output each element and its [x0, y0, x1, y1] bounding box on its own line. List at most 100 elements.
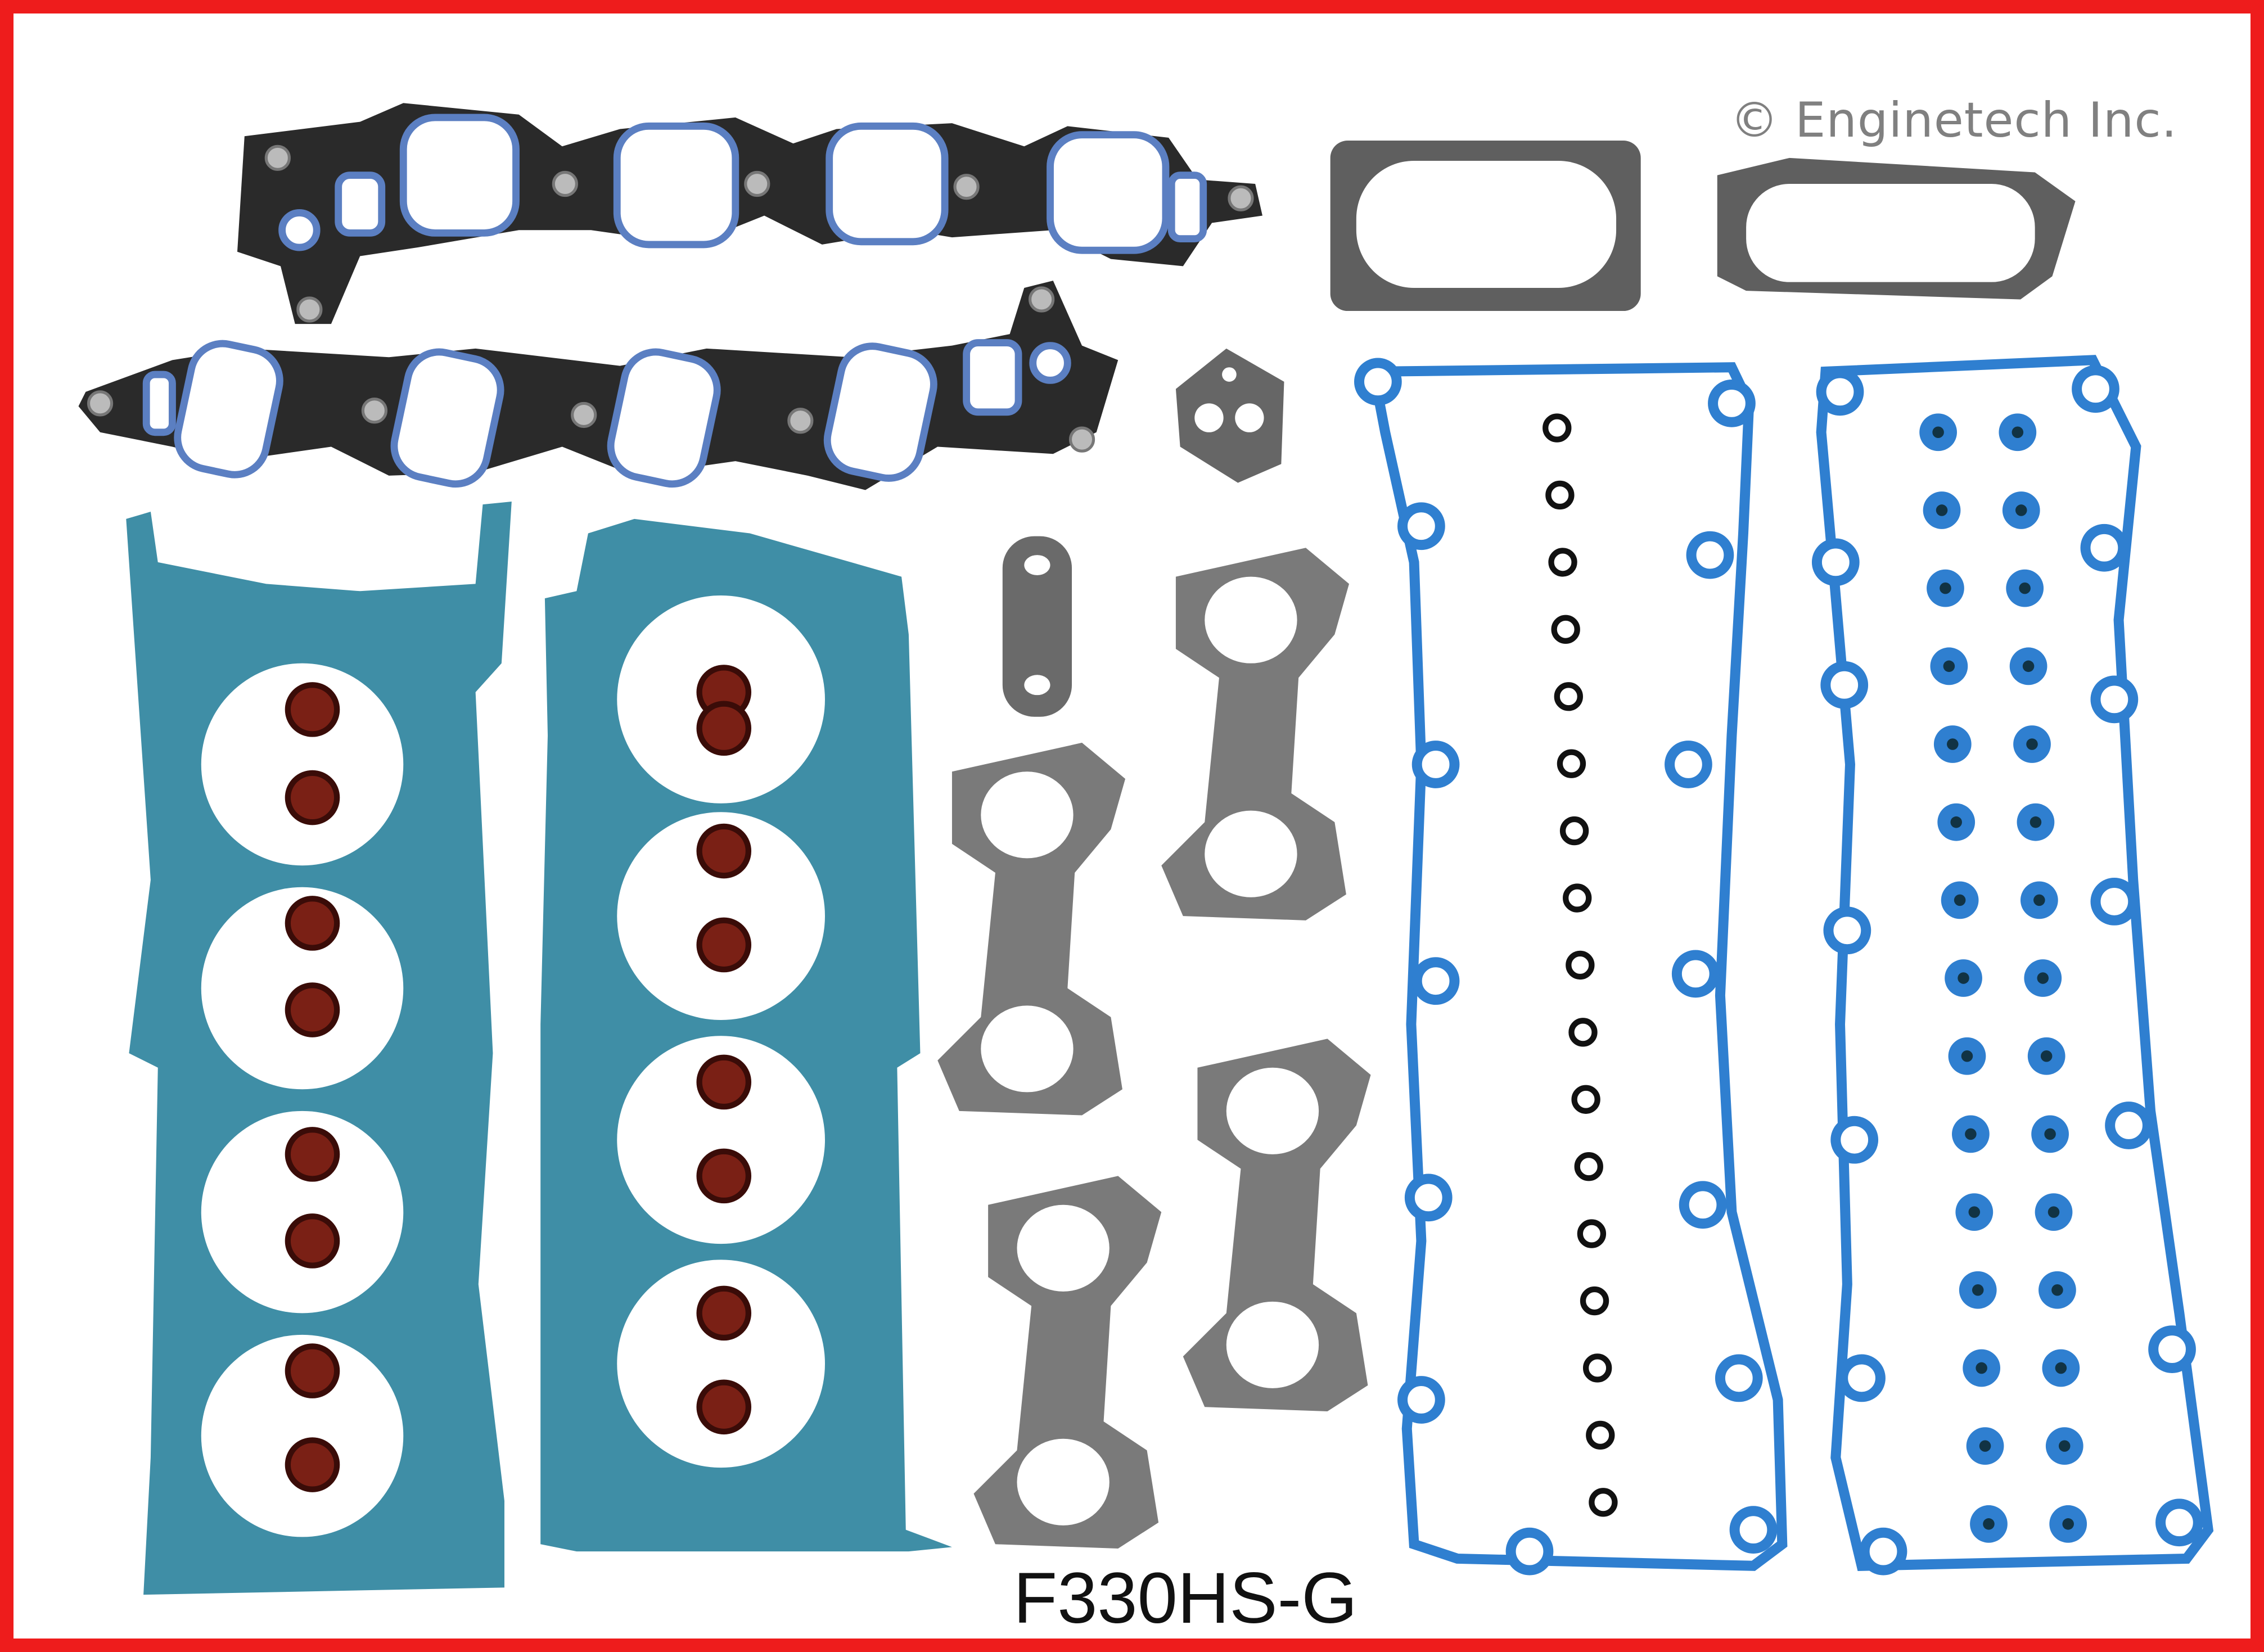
- bolt-hole-lobe: [1838, 1354, 1886, 1402]
- grommet-hole: [1983, 1518, 1995, 1530]
- exhaust-gasket: [973, 1176, 1162, 1549]
- bolt-hole-lobe: [2155, 1498, 2203, 1547]
- spark-plug-tube-o-ring: [1543, 413, 1572, 443]
- grommet-hole: [2019, 582, 2031, 594]
- grommet-hole: [1961, 1050, 1973, 1062]
- bolt-hole-lobe: [1671, 950, 1720, 998]
- bolt-hole-lobe: [2090, 675, 2139, 724]
- grommet-hole: [2051, 1284, 2063, 1296]
- grommet-hole: [1958, 972, 1969, 984]
- bolt-hole-lobe: [1708, 380, 1756, 427]
- grommet-hole: [2059, 1440, 2071, 1452]
- head-gasket-right: [540, 518, 952, 1552]
- bolt-hole-lobe: [1729, 1506, 1778, 1554]
- bolt-hole-lobe: [1823, 906, 1871, 955]
- valve-stem-seal: [285, 682, 340, 737]
- spark-plug-tube-o-ring: [1582, 1353, 1612, 1383]
- grommet-hole: [2015, 504, 2027, 516]
- bolt-hole-lobe: [2105, 1102, 2153, 1149]
- spark-plug-tube-o-ring: [1586, 1420, 1615, 1450]
- grommet-hole: [1965, 1128, 1977, 1140]
- valve-stem-seal: [285, 982, 340, 1037]
- egr-gasket: [1175, 348, 1284, 483]
- cylinder-bore: [617, 1036, 825, 1244]
- valve-stem-seal: [285, 1127, 340, 1182]
- grommet-hole: [1979, 1440, 1991, 1452]
- bolt-hole-lobe: [1830, 1116, 1879, 1164]
- bolt-hole-lobe: [2080, 523, 2128, 572]
- spark-plug-tube-o-ring: [1548, 548, 1577, 577]
- spark-plug-tube-o-ring: [1557, 749, 1586, 778]
- intake-gasket-lower: [78, 281, 1119, 490]
- bolt-hole-lobe: [1820, 661, 1869, 709]
- grommet-hole: [1947, 738, 1959, 750]
- valve-stem-seal: [285, 1437, 340, 1492]
- valve-stem-seal: [696, 701, 752, 756]
- spark-plug-tube-o-ring: [1589, 1488, 1618, 1517]
- valve-stem-seal: [696, 1379, 752, 1435]
- gasket-set-photo: [78, 103, 2214, 1595]
- copyright-text: © Enginetech Inc.: [1730, 92, 2177, 148]
- throttle-body-gasket-right: [1717, 157, 2076, 300]
- valve-stem-seal: [696, 917, 752, 973]
- bolt-hole-lobe: [1411, 957, 1460, 1005]
- bolt-hole-lobe: [1679, 1181, 1727, 1229]
- grommet-hole: [1932, 426, 1944, 439]
- valve-stem-seal: [696, 1285, 752, 1341]
- spark-plug-tube-o-ring: [1568, 1018, 1598, 1047]
- spark-plug-tube-o-ring: [1551, 615, 1580, 644]
- bolt-hole-lobe: [1715, 1354, 1763, 1402]
- grommet-hole: [2062, 1518, 2074, 1530]
- valve-stem-seal: [696, 823, 752, 879]
- valve-stem-seal: [696, 1054, 752, 1110]
- valve-stem-seal: [285, 896, 340, 951]
- bolt-hole-lobe: [1811, 538, 1860, 586]
- intake-gasket-upper: [237, 103, 1262, 324]
- spark-plug-tube-o-ring: [1545, 480, 1575, 510]
- grommet-hole: [1936, 504, 1948, 516]
- spark-plug-tube-o-ring: [1566, 950, 1595, 980]
- exhaust-gasket: [937, 742, 1126, 1116]
- bolt-hole-lobe: [1397, 502, 1445, 550]
- small-tube-gasket: [1002, 536, 1072, 717]
- valve-stem-seal: [285, 1343, 340, 1398]
- grommet-hole: [1976, 1362, 1987, 1374]
- spark-plug-tube-o-ring: [1580, 1286, 1609, 1316]
- bolt-hole-lobe: [2148, 1325, 2196, 1373]
- grommet-hole: [2037, 972, 2049, 984]
- spark-plug-tube-o-ring: [1559, 816, 1589, 846]
- grommet-hole: [1940, 582, 1951, 594]
- bolt-hole-lobe: [1859, 1527, 1907, 1576]
- bolt-hole-lobe: [1816, 368, 1864, 416]
- grommet-hole: [2044, 1128, 2056, 1140]
- cylinder-bore: [201, 1111, 404, 1314]
- cylinder-bore: [617, 812, 825, 1021]
- cylinder-bore: [201, 663, 404, 866]
- bolt-hole-lobe: [2072, 365, 2119, 413]
- bolt-hole-lobe: [1665, 741, 1712, 788]
- grommet-hole: [1954, 894, 1966, 906]
- grommet-hole: [2012, 426, 2024, 439]
- spark-plug-tube-o-ring: [1577, 1219, 1607, 1248]
- exhaust-gasket: [1183, 1039, 1371, 1411]
- bolt-hole-lobe: [1411, 741, 1460, 788]
- exhaust-gasket: [1161, 548, 1350, 920]
- grommet-hole: [1943, 660, 1955, 672]
- grommet-hole: [2030, 816, 2042, 828]
- bolt-hole-lobe: [2090, 878, 2139, 926]
- valve-stem-seal: [285, 770, 340, 825]
- bolt-hole-lobe: [1397, 1376, 1445, 1424]
- valve-stem-seal: [285, 1213, 340, 1269]
- throttle-body-gasket-left: [1330, 141, 1641, 312]
- grommet-hole: [2033, 894, 2045, 906]
- bolt-hole-lobe: [1404, 1173, 1453, 1222]
- spark-plug-tube-o-ring: [1563, 883, 1592, 913]
- cylinder-bore: [201, 1334, 404, 1537]
- valve-stem-seal: [696, 1148, 752, 1204]
- grommet-hole: [1950, 816, 1962, 828]
- grommet-hole: [2055, 1362, 2067, 1374]
- cylinder-bore: [617, 1260, 825, 1468]
- spark-plug-tube-o-ring: [1571, 1085, 1600, 1114]
- bolt-hole-lobe: [1686, 531, 1734, 579]
